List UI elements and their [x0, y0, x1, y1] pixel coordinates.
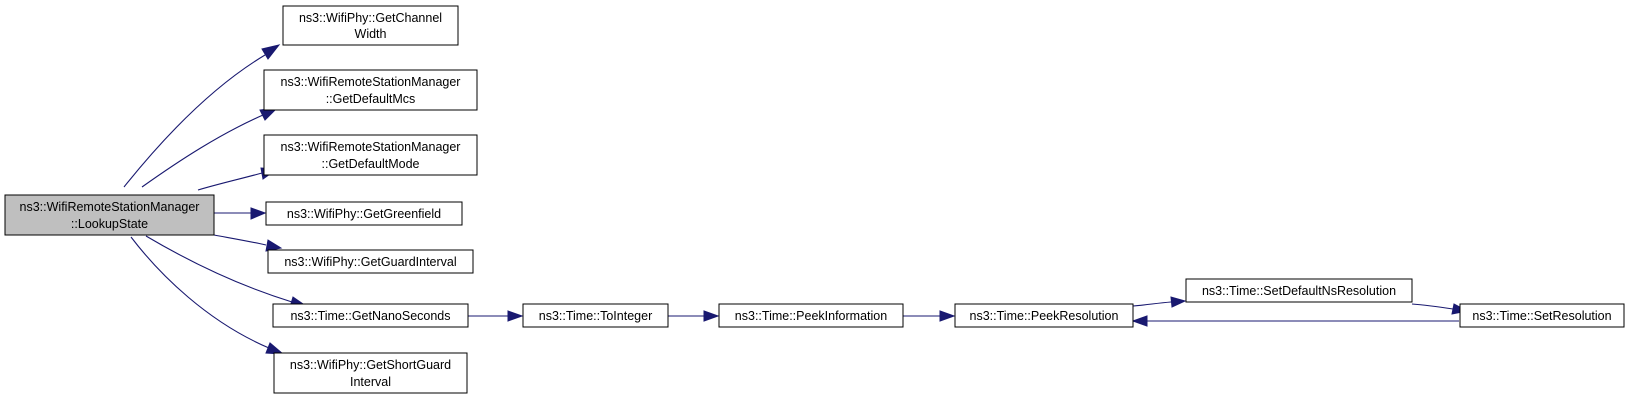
node-lookupstate[interactable]: ns3::WifiRemoteStationManager ::LookupSt…: [4, 194, 215, 236]
edge-tointeger-to-peekinformation: [668, 310, 720, 322]
node-peekinformation-line-1: ns3::Time::PeekInformation: [735, 309, 887, 323]
node-getgreenfield-line-1: ns3::WifiPhy::GetGreenfield: [287, 207, 441, 221]
call-nodes: ns3::WifiRemoteStationManager ::LookupSt…: [4, 5, 1625, 394]
node-peekinformation[interactable]: ns3::Time::PeekInformation: [718, 303, 904, 328]
edge-setdefaultnsresolution-to-setresolution: [1411, 303, 1469, 315]
node-lookupstate-line-1: ns3::WifiRemoteStationManager: [20, 200, 200, 214]
node-setresolution[interactable]: ns3::Time::SetResolution: [1459, 303, 1625, 328]
edge-lookup-to-getguardinterval: [213, 234, 283, 252]
node-getgreenfield[interactable]: ns3::WifiPhy::GetGreenfield: [265, 201, 463, 226]
edge-lookup-to-getdefaultmcs: [141, 107, 279, 188]
node-getchannelwidth[interactable]: ns3::WifiPhy::GetChannel Width: [282, 5, 459, 46]
node-getshortguardinterval-line-1: ns3::WifiPhy::GetShortGuard: [290, 358, 451, 372]
edge-lookup-to-getgreenfield: [214, 207, 267, 220]
edge-peekresolution-to-setdefaultnsresolution: [1132, 296, 1187, 308]
node-getdefaultmode-line-2: ::GetDefaultMode: [322, 157, 420, 171]
node-peekresolution[interactable]: ns3::Time::PeekResolution: [954, 303, 1134, 328]
node-setdefaultnsresolution[interactable]: ns3::Time::SetDefaultNsResolution: [1185, 278, 1413, 303]
node-setdefaultnsresolution-line-1: ns3::Time::SetDefaultNsResolution: [1202, 284, 1396, 298]
edge-getnanoseconds-to-tointeger: [468, 310, 524, 322]
node-getshortguardinterval[interactable]: ns3::WifiPhy::GetShortGuard Interval: [273, 352, 468, 394]
edge-peekinformation-to-peekresolution: [903, 310, 956, 322]
node-getnanoseconds-line-1: ns3::Time::GetNanoSeconds: [290, 309, 450, 323]
node-getguardinterval-line-1: ns3::WifiPhy::GetGuardInterval: [284, 255, 456, 269]
node-getguardinterval[interactable]: ns3::WifiPhy::GetGuardInterval: [267, 249, 474, 274]
node-getdefaultmcs-line-2: ::GetDefaultMcs: [326, 92, 416, 106]
edge-lookup-to-getchannelwidth: [123, 44, 281, 188]
node-lookupstate-line-2: ::LookupState: [71, 217, 148, 231]
edge-setresolution-to-peekresolution: [1131, 315, 1459, 327]
node-tointeger[interactable]: ns3::Time::ToInteger: [522, 303, 669, 328]
node-tointeger-line-1: ns3::Time::ToInteger: [539, 309, 652, 323]
node-getdefaultmode[interactable]: ns3::WifiRemoteStationManager ::GetDefau…: [263, 134, 478, 176]
node-getdefaultmode-line-1: ns3::WifiRemoteStationManager: [281, 140, 461, 154]
node-setresolution-line-1: ns3::Time::SetResolution: [1472, 309, 1611, 323]
node-getnanoseconds[interactable]: ns3::Time::GetNanoSeconds: [272, 303, 469, 328]
edge-lookup-to-getshortguardinterval: [130, 236, 285, 355]
node-getdefaultmcs-line-1: ns3::WifiRemoteStationManager: [281, 75, 461, 89]
node-peekresolution-line-1: ns3::Time::PeekResolution: [970, 309, 1119, 323]
node-getdefaultmcs[interactable]: ns3::WifiRemoteStationManager ::GetDefau…: [263, 69, 478, 111]
node-getchannelwidth-line-2: Width: [355, 27, 387, 41]
node-getshortguardinterval-line-2: Interval: [350, 375, 391, 389]
node-getchannelwidth-line-1: ns3::WifiPhy::GetChannel: [299, 11, 442, 25]
